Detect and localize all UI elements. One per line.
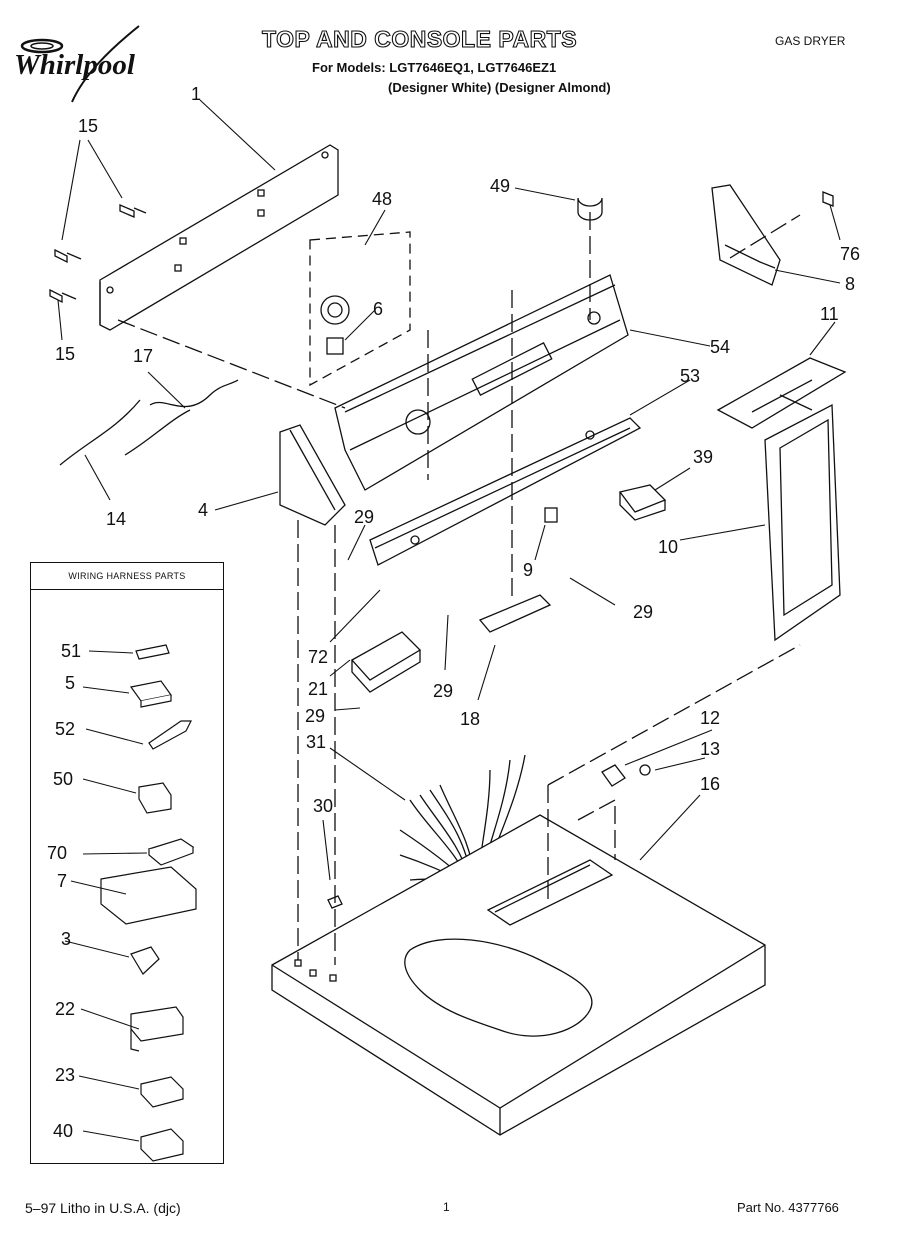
wh-part-50: 50 (53, 769, 73, 789)
wiring-harness-parts-diagram: 51 5 52 50 70 7 3 22 23 40 (47, 641, 197, 1162)
wh-part-7: 7 (57, 871, 67, 891)
callout-17: 17 (133, 346, 153, 366)
page-title: TOP AND CONSOLE PARTS (261, 25, 578, 52)
callout-4: 4 (198, 500, 208, 520)
callout-72: 72 (308, 647, 328, 667)
wh-part-23: 23 (55, 1065, 75, 1085)
wh-part-70: 70 (47, 843, 67, 863)
callout-54: 54 (710, 337, 730, 357)
callout-76: 76 (840, 244, 860, 264)
callout-49: 49 (490, 176, 510, 196)
callout-13: 13 (700, 739, 720, 759)
callout-39: 39 (693, 447, 713, 467)
part-54-console (334, 274, 629, 491)
models-line: For Models: LGT7646EQ1, LGT7646EZ1 (312, 60, 557, 75)
callout-21: 21 (308, 679, 328, 699)
callout-11: 11 (820, 304, 839, 324)
callout-31: 31 (306, 732, 326, 752)
callout-14: 14 (106, 509, 126, 529)
callout-30: 30 (313, 796, 333, 816)
callout-labels: 1 15 15 48 6 49 76 8 11 54 17 14 53 39 4… (55, 84, 860, 816)
callout-1: 1 (191, 84, 201, 104)
part-15-screws (49, 204, 147, 304)
callout-15-a: 15 (78, 116, 98, 136)
callout-29-c: 29 (433, 681, 453, 701)
callout-15-b: 15 (55, 344, 75, 364)
wh-part-40: 40 (53, 1121, 73, 1141)
print-info: 5–97 Litho in U.S.A. (djc) (25, 1200, 181, 1216)
brand-wordmark: Whirlpool (14, 49, 136, 81)
callout-48: 48 (372, 189, 392, 209)
wh-part-51: 51 (61, 641, 81, 661)
callout-6: 6 (373, 299, 383, 319)
wh-part-52: 52 (55, 719, 75, 739)
wh-part-5: 5 (65, 673, 75, 693)
part-number: Part No. 4377766 (737, 1200, 839, 1215)
wiring-harness-title: WIRING HARNESS PARTS (31, 563, 223, 590)
wh-part-3: 3 (61, 929, 71, 949)
wiring-harness-parts-box: WIRING HARNESS PARTS 51 5 52 50 70 7 (30, 562, 224, 1164)
callout-29-a: 29 (354, 507, 374, 527)
callout-10: 10 (658, 537, 678, 557)
callout-16: 16 (700, 774, 720, 794)
page-number: 1 (443, 1200, 450, 1214)
callout-29-b: 29 (633, 602, 653, 622)
callout-8: 8 (845, 274, 855, 294)
variants-line: (Designer White) (Designer Almond) (388, 80, 611, 95)
part-1-bracket (99, 144, 339, 331)
callout-29-d: 29 (305, 706, 325, 726)
callout-9: 9 (523, 560, 533, 580)
callout-12: 12 (700, 708, 720, 728)
callout-18: 18 (460, 709, 480, 729)
whirlpool-logo: Whirlpool (14, 20, 184, 110)
wh-part-22: 22 (55, 999, 75, 1019)
callout-53: 53 (680, 366, 700, 386)
part-top-panel (271, 814, 766, 1136)
appliance-type: GAS DRYER (775, 34, 846, 48)
